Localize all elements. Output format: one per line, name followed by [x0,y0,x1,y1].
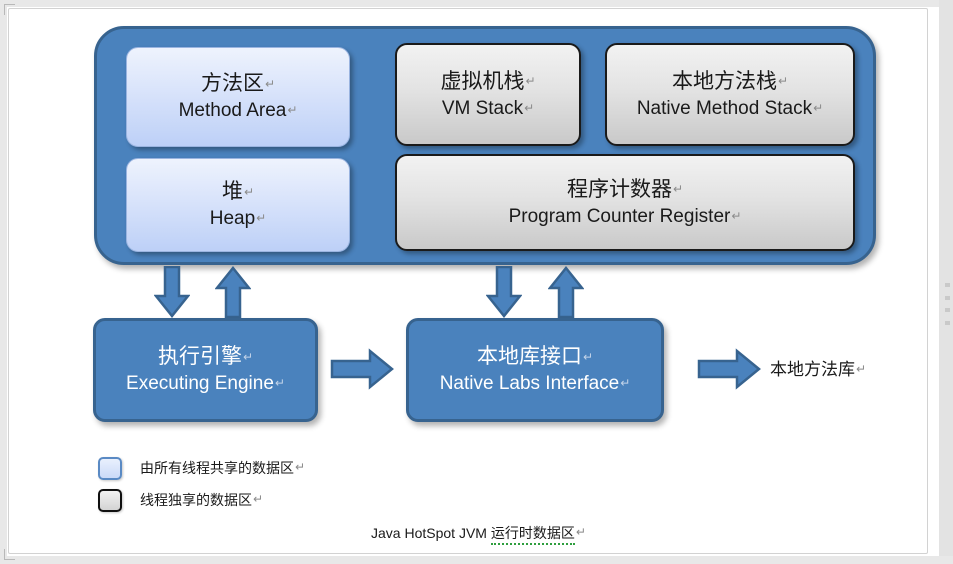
pilcrow-icon: ↵ [575,525,586,540]
legend-item-exclusive: 线程独享的数据区↵ [98,484,418,516]
legend-swatch-exclusive-icon [98,488,122,512]
page-edge-right [939,0,953,564]
pc-register-label-cn: 程序计数器↵ [566,176,684,201]
legend-swatch-shared-icon [98,456,122,480]
runtime-data-area-container: 方法区↵ Method Area↵ 虚拟机栈↵ VM Stack↵ 本地方法栈↵… [94,26,876,265]
pilcrow-icon: ↵ [253,492,264,507]
caption-text-en: Java HotSpot JVM [371,525,487,541]
memory-box-heap[interactable]: 堆↵ Heap↵ [126,158,350,252]
vm-stack-label-cn: 虚拟机栈↵ [440,68,536,93]
memory-box-vm-stack[interactable]: 虚拟机栈↵ VM Stack↵ [395,43,581,146]
native-libs-interface-label-cn: 本地库接口↵ [476,344,594,369]
memory-box-method-area[interactable]: 方法区↵ Method Area↵ [126,47,350,147]
native-method-stack-label-cn: 本地方法栈↵ [671,68,789,93]
native-libs-interface-label-en: Native Labs Interface↵ [439,373,631,395]
memory-box-native-method-stack[interactable]: 本地方法栈↵ Native Method Stack↵ [605,43,855,146]
pilcrow-icon: ↵ [856,362,867,377]
pilcrow-icon: ↵ [295,460,306,475]
executing-engine-label-cn: 执行引擎↵ [157,344,254,369]
page-edge-left [0,0,7,564]
pilcrow-icon: ↵ [525,74,536,89]
page-corner-mark-bottom-left [4,549,15,560]
legend-label-exclusive: 线程独享的数据区↵ [140,492,264,509]
pilcrow-icon: ↵ [672,182,684,197]
caption-text-cn: 运行时数据区 [490,526,575,545]
pilcrow-icon: ↵ [731,208,742,223]
pilcrow-icon: ↵ [274,376,285,391]
diagram-caption: Java HotSpot JVM 运行时数据区↵ [371,523,586,545]
component-box-executing-engine[interactable]: 执行引擎↵ Executing Engine↵ [93,318,318,422]
page-edge-top [0,0,953,7]
page-edge-bottom [0,556,953,564]
method-area-label-cn: 方法区↵ [200,71,276,96]
executing-engine-label-en: Executing Engine↵ [126,373,285,395]
heap-label-en: Heap↵ [209,208,267,230]
vm-stack-label-en: VM Stack↵ [441,97,535,119]
component-box-native-libs-interface[interactable]: 本地库接口↵ Native Labs Interface↵ [406,318,664,422]
native-method-library-label: 本地方法库↵ [770,360,867,380]
arrow-up-icon-exec-engine [215,266,251,318]
pilcrow-icon: ↵ [582,349,594,364]
memory-box-program-counter-register[interactable]: 程序计数器↵ Program Counter Register↵ [395,154,855,251]
arrow-down-icon-native-interface [486,266,522,318]
native-method-stack-label-en: Native Method Stack↵ [636,97,824,119]
legend: 由所有线程共享的数据区↵ 线程独享的数据区↵ [98,452,418,516]
legend-label-shared: 由所有线程共享的数据区↵ [140,460,306,477]
pilcrow-icon: ↵ [242,349,254,364]
arrow-right-icon-engine-to-interface [330,348,394,390]
method-area-label-en: Method Area↵ [178,100,298,122]
arrow-down-icon-exec-engine [154,266,190,318]
pilcrow-icon: ↵ [243,184,255,199]
page-edge-tick-marks [945,283,951,325]
pilcrow-icon: ↵ [524,100,535,115]
arrow-up-icon-native-interface [548,266,584,318]
page-corner-mark-top-left [4,4,15,15]
pilcrow-icon: ↵ [264,76,276,91]
pilcrow-icon: ↵ [287,103,298,118]
heap-label-cn: 堆↵ [221,179,255,204]
pc-register-label-en: Program Counter Register↵ [508,205,742,227]
pilcrow-icon: ↵ [620,376,631,391]
pilcrow-icon: ↵ [256,211,267,226]
pilcrow-icon: ↵ [777,74,789,89]
legend-item-shared: 由所有线程共享的数据区↵ [98,452,418,484]
arrow-right-icon-interface-to-library [697,348,761,390]
pilcrow-icon: ↵ [813,100,824,115]
